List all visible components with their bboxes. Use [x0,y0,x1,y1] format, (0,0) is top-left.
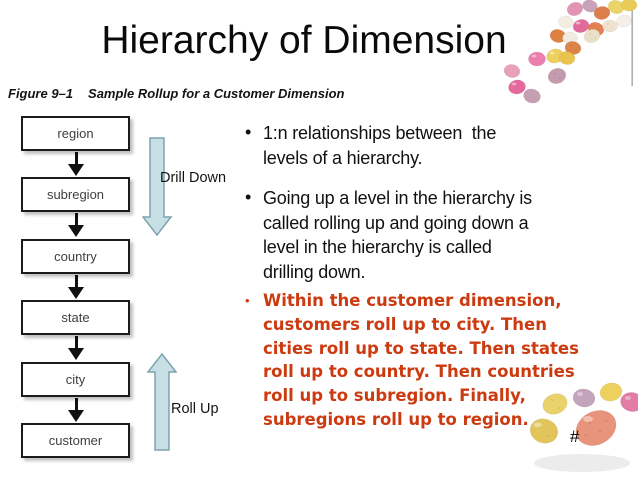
bullet-line: customers roll up to city. Then [263,314,547,334]
flow-box-country: country [21,239,130,274]
down-arrow-connector-icon [67,152,85,176]
flow-box-customer: customer [21,423,130,458]
bullet-line: cities roll up to state. Then states [263,338,579,358]
down-arrow-connector-icon [67,275,85,299]
bullet-line: subregions roll up to region. [263,409,529,429]
down-arrow-connector-icon [67,398,85,422]
bullet-line: levels of a hierarchy. [263,147,423,168]
figure-caption: Figure 9–1 Sample Rollup for a Customer D… [8,86,344,101]
slide-number: # [570,427,580,446]
down-arrow-connector-icon [67,213,85,237]
flow-box-region: region [21,116,130,151]
figure-caption-title: Sample Rollup for a Customer Dimension [88,86,345,101]
bullet-item-1: • 1:n relationships between the levels o… [242,121,638,170]
bullet-line: Within the customer dimension, [263,291,562,310]
bullet-line: level in the hierarchy is called [263,237,492,257]
down-arrow-connector-icon [67,336,85,360]
flow-box-state: state [21,300,130,335]
drill-down-arrow-icon [142,137,173,237]
roll-up-label: Roll Up [171,401,219,417]
bullet-marker: • [245,122,252,142]
flow-box-city: city [21,362,130,397]
bullet-line: called rolling up and going down a [263,212,529,233]
bullet-item-2: • Going up a level in the hierarchy is c… [242,186,638,284]
bullet-marker: • [245,187,252,207]
bullet-line: drilling down. [263,261,366,282]
drill-down-label: Drill Down [160,170,227,186]
flow-box-subregion: subregion [21,177,130,212]
figure-caption-label: Figure 9–1 [8,86,74,101]
bullet-line: roll up to subregion. Finally, [263,386,526,406]
slide-title: Hierarchy of Dimension [101,19,507,62]
bullet-line: roll up to country. Then countries [263,362,575,382]
bullet-line: 1:n relationships between the [263,123,497,143]
bullet-marker: • [245,293,250,308]
bullet-item-3: • Within the customer dimension, custome… [242,289,638,432]
bullet-line: Going up a level in the hierarchy is [263,188,532,208]
candy-eggs-bottom-image [529,383,638,472]
candy-eggs-top-image [503,0,638,104]
roll-up-arrow-icon [146,353,178,451]
bullet-list: • 1:n relationships between the levels o… [242,121,638,432]
